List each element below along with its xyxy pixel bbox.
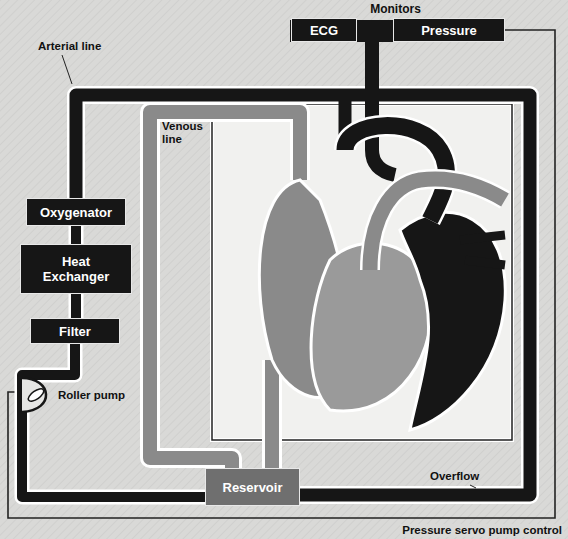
line-label: Overflow xyxy=(430,470,479,483)
pulmonary-artery xyxy=(370,179,505,270)
line-label: Venous line xyxy=(162,120,206,146)
ivc-tube xyxy=(265,360,279,470)
roller-pump-housing xyxy=(22,378,46,412)
box-label: Oxygenator xyxy=(40,205,112,220)
leader-line xyxy=(470,485,476,488)
monitor-group: MonitorsECG Pressure xyxy=(283,2,508,46)
arterial-tube-outline xyxy=(76,95,530,495)
tube-outline xyxy=(22,344,205,497)
device-box: Reservoir xyxy=(205,468,300,506)
box-label: Heat Exchanger xyxy=(27,254,125,284)
box-label: Pressure xyxy=(421,23,477,38)
roller-pump-roller xyxy=(26,387,45,404)
box-label: Filter xyxy=(59,324,91,339)
heart-panel xyxy=(212,104,512,440)
tube-connector xyxy=(71,294,81,318)
monitor-stem xyxy=(372,42,395,175)
device-box: Filter xyxy=(30,318,120,344)
leader-line xyxy=(62,55,72,84)
pulmonary-artery-outline xyxy=(370,179,505,270)
signal-label: Pressure servo pump control xyxy=(400,524,564,537)
group-heading: Monitors xyxy=(283,2,508,16)
device-box: ECG xyxy=(291,18,357,42)
tube-outline xyxy=(69,226,84,244)
line-label: Arterial line xyxy=(38,40,101,53)
left-ventricle xyxy=(400,212,505,430)
box-label: ECG xyxy=(310,23,338,38)
heart-panel-border xyxy=(212,104,512,440)
pressure-servo-line xyxy=(8,30,555,518)
tube-outline xyxy=(69,294,84,318)
arterial-tube xyxy=(76,95,530,495)
tube-connector xyxy=(71,226,81,244)
ivc-tube-outline xyxy=(262,360,282,470)
tube-connector xyxy=(22,344,205,497)
device-box: Pressure xyxy=(393,18,505,42)
box-label: Reservoir xyxy=(223,480,283,495)
part-label: Roller pump xyxy=(58,389,125,402)
pulmonary-veins xyxy=(460,235,505,265)
device-box: Oxygenator xyxy=(26,198,126,226)
device-box: Heat Exchanger xyxy=(20,244,132,294)
